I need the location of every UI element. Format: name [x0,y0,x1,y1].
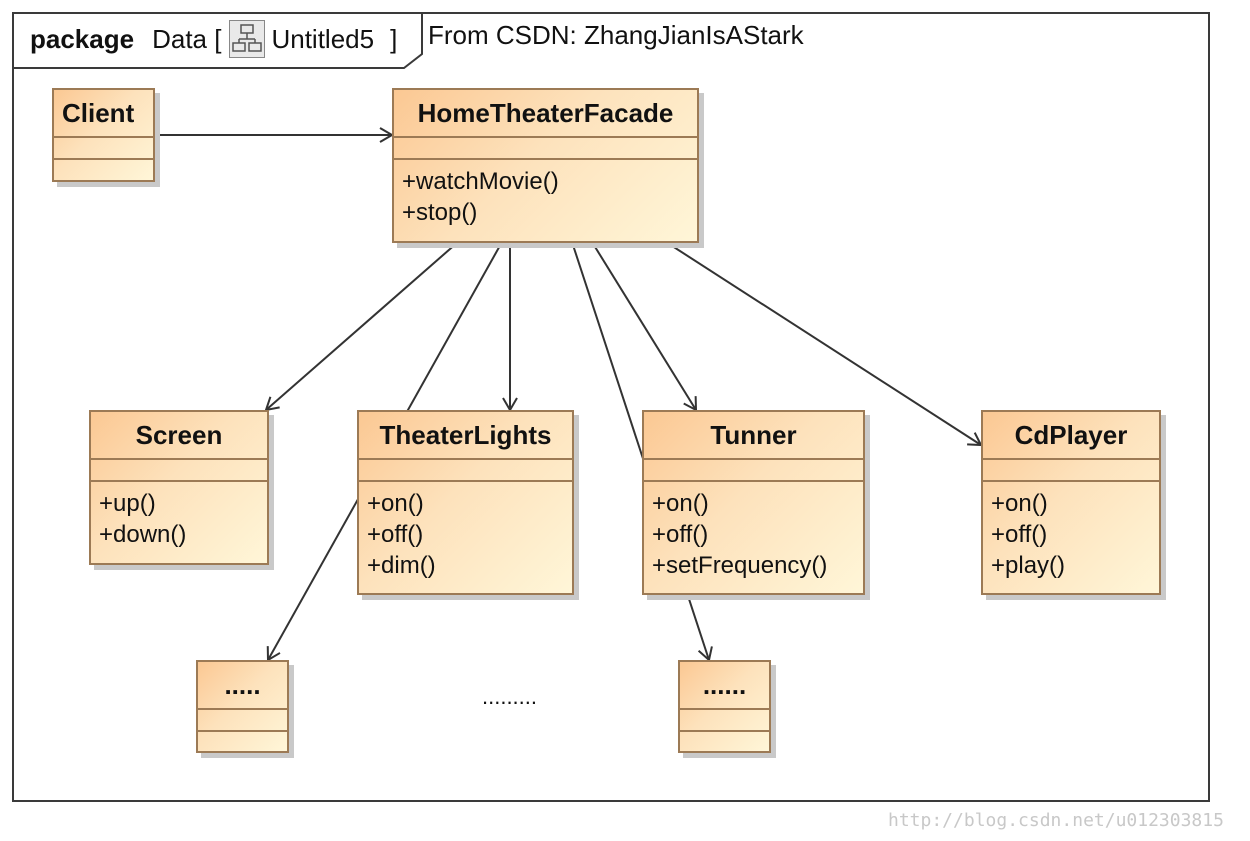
operation: +off() [652,521,709,548]
attributes-compartment [394,138,697,160]
class-client[interactable]: Client [52,88,155,182]
package-tab [12,12,423,69]
operations-compartment: +on() +off() +dim() [359,482,572,581]
class-placeholder-1[interactable]: ..... [196,660,289,753]
package-keyword: package [30,23,135,54]
operation: +setFrequency() [652,552,828,579]
class-name: HomeTheaterFacade [394,90,697,138]
class-placeholder-2[interactable]: ...... [678,660,771,753]
class-tunner[interactable]: Tunner +on() +off() +setFrequency() [642,410,865,595]
operation: +watchMovie() [402,168,559,195]
attributes-compartment [359,460,572,482]
operation: +down() [99,521,187,548]
package-name: Data [ [152,23,222,54]
operation: +on() [652,490,709,517]
class-name: Client [54,90,153,138]
class-name: ..... [198,662,287,710]
class-name: TheaterLights [359,412,572,460]
package-close-bracket: ] [390,23,398,54]
operation: +play() [991,552,1066,579]
class-name: Screen [91,412,267,460]
class-screen[interactable]: Screen +up() +down() [89,410,269,565]
operations-compartment: +watchMovie() +stop() [394,160,697,228]
class-name: ...... [680,662,769,710]
operation: +on() [991,490,1048,517]
class-theater-lights[interactable]: TheaterLights +on() +off() +dim() [357,410,574,595]
ellipsis-note: ......... [482,684,538,709]
source-note: From CSDN: ZhangJianIsAStark [428,20,804,50]
attributes-compartment [54,138,153,160]
operations-compartment: +on() +off() +setFrequency() [644,482,863,581]
package-header: package Data [ Untitled5 ] [30,20,397,58]
attributes-compartment [983,460,1159,482]
operation: +on() [367,490,424,517]
operation: +stop() [402,199,478,226]
operations-compartment: +on() +off() +play() [983,482,1159,581]
class-name: Tunner [644,412,863,460]
class-diagram-icon [229,20,266,58]
operation: +off() [991,521,1048,548]
diagram-frame [12,12,1210,802]
class-name: CdPlayer [983,412,1159,460]
class-cd-player[interactable]: CdPlayer +on() +off() +play() [981,410,1161,595]
class-home-theater-facade[interactable]: HomeTheaterFacade +watchMovie() +stop() [392,88,699,243]
attributes-compartment [198,710,287,732]
attributes-compartment [680,710,769,732]
operation: +up() [99,490,156,517]
operation: +dim() [367,552,436,579]
watermark: http://blog.csdn.net/u012303815 [888,810,1224,831]
attributes-compartment [91,460,267,482]
attributes-compartment [644,460,863,482]
diagram-name: Untitled5 [271,23,375,54]
operations-compartment: +up() +down() [91,482,267,550]
operation: +off() [367,521,424,548]
